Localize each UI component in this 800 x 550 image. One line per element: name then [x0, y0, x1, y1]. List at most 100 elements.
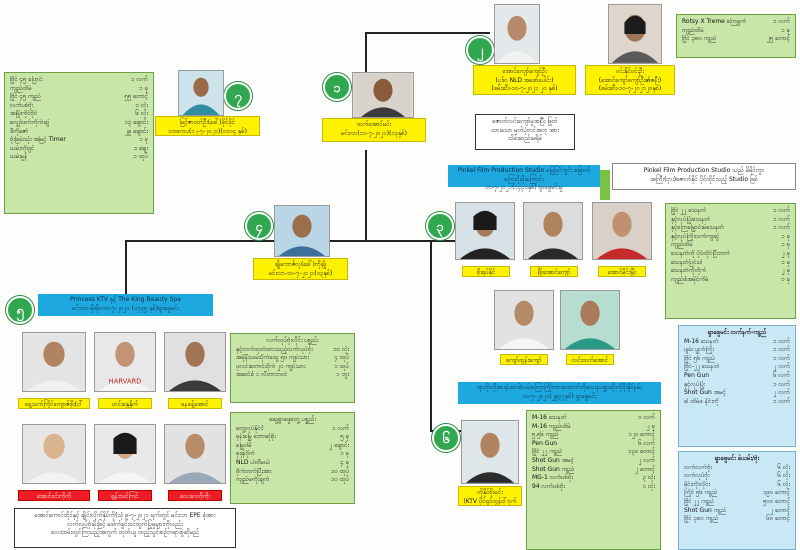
weapons-2-item-label: လက်လုပ်ဗုံး [684, 472, 710, 480]
weapons-1-item-label: ဗြိုင် ၅၆ ကျည် [684, 354, 715, 362]
weapons-2-item-qty: ၆ လုံး [777, 480, 790, 488]
photo-member-3e [560, 290, 620, 350]
studio-list-item-label: နှင့်လုပ်ကြိုးလက်ကျဆွဲ [671, 232, 719, 240]
weapons-2-row: Shot Gun ကျည်၂ တောင့် [684, 507, 790, 516]
ktv-1-item-qty: ၁၀ လုံး [333, 345, 349, 353]
ktv-2-row: တွေ့လုပ်နိုင်ငံ၁ လက် [236, 425, 349, 434]
weapons-1-row: ပျမ်း ပွုက်ကြိုး၁ လက် [684, 346, 790, 355]
weapons-1-row: ဗြိုင်-၂၂ သေနတ်၂ လက် [684, 363, 790, 372]
item-list-weapons-2: ရှာဖွေမင်း ခဲယမ်း/ဗုံး လက်လက်ဗုံး၆ လုံး လ… [678, 451, 796, 550]
left-list-item-label: ဒီကိုဇော် [10, 127, 29, 135]
weapons-1-item-qty: ၁ လက် [773, 354, 790, 362]
weapons-1-row: Shot Gun အမင့်၂ လက် [684, 389, 790, 398]
ktv-1-item-qty: ၄ ထုပ် [334, 354, 349, 362]
node-number-2: ၂ [466, 36, 494, 64]
caption-person-4: ချိုကောဇ်လှ(ခေါ်)ကိုချို မင်းလာ-၁၀-၇-၂၀၂… [253, 258, 348, 280]
weapons-1-item-qty: ၂ လက် [773, 389, 790, 397]
person-9-detail: သာဓကပ(၁၂-၇-၂၀၂၁)(၁၁၀၄ နှစ်) [168, 127, 247, 135]
topright-list-item-label: Rotsy X Treme ကြေခွက် [682, 18, 747, 25]
studio-list-item-label: ကျည်ထိမ် [671, 241, 693, 249]
weapons-1-item-qty: ၁ လက် [773, 337, 790, 345]
ktv-2-item-label: ဖုဒုန်ဝိုက် [236, 450, 255, 458]
left-list-row: ဗြိုင် ၄၅ ကျည်၅၅ တောင့် [10, 93, 148, 102]
ktv-2-item-qty: ၅ ခု [340, 433, 349, 441]
node-number-5: ၅ [6, 296, 34, 324]
topright-list-item-label: ဗြိုင် ၃၈၀ ကျည် [682, 35, 717, 43]
person-4-name: ချိုကောဇ်လှ(ခေါ်)ကိုချို [275, 261, 326, 268]
ktv-2-item-qty: ၁ ခု [340, 450, 349, 458]
ktv-2-item-qty: ၁၀ ထုပ် [331, 467, 349, 475]
node-number-9: ၇ [224, 82, 252, 110]
note-1-line-3: သိမ်းဆည်းမရိမ် [507, 135, 543, 142]
studio-list-item-qty: ၁ လက် [773, 215, 790, 223]
ktv-2-item-label: ဖုန်းမြွေ ဘောဆုံစိုး [236, 433, 276, 441]
topright-list-item-qty: ၁ လက် [773, 18, 790, 25]
note-2-line-2: အကြီး(ငှား)ဇောတ်နိုင် ပိုင်ထိုင်သည့် Stu… [650, 175, 758, 183]
note-1-line-1: ဇောတ်လင်းကျော်မှုအပြီး ဖြုတ် [492, 118, 558, 125]
studio-list-item-label: ကျည်ဖံအမိုင်ကိမ် [671, 275, 709, 283]
person-6-list-item-label: Shot Gun အမင့် [532, 456, 574, 464]
node-number-1: ၁ [323, 73, 351, 101]
studio-list-item-qty: ၂ ခု [781, 249, 790, 257]
weapons-1-item-label: M-16 သေနတ် [684, 337, 719, 345]
studio-list-row: နှင့်လုပ်ကြိုးလက်ကျဆွဲ ၁ ခု [671, 233, 790, 242]
ktv-2-row: ဖုန်းမြွေ ဘောဆုံစိုး ၅ ခု [236, 433, 349, 442]
left-list-item-label: ကျည်ထိမ် [10, 84, 32, 92]
weapons-2-item-qty: ၁၉၀ တောင့် [763, 489, 790, 497]
studio-list-item-qty: ၁ ခု [781, 258, 790, 266]
weapons-1-title: ရှာဖွေမင်း လက်နက်-ကျည် [707, 329, 767, 336]
caption-member-3a: စိုးရုပ်နိုင် [462, 266, 510, 277]
person-6-list-row: M-16 သေနတ်၁ လက် [532, 414, 655, 423]
person-6-list-row: M-16 ကျည်ထိမ်၂ ခု [532, 423, 655, 432]
person-6-name: ကိုနိုင်စိုးမင်း [477, 489, 503, 496]
photo-member-3b [523, 202, 583, 260]
caption-group5-3: နေခန့်အောင် [168, 398, 222, 409]
studio-list-item-qty: ၁ ခု [781, 232, 790, 240]
side-bar [600, 170, 610, 200]
ktv-2-row: မြေ့ဝါမိ၂ ချောင်း [236, 442, 349, 451]
left-list-item-label: ယမ်းကိုဗျင် [10, 144, 35, 152]
note-3-line-2: လက်လုပ်ဗုံးမိုးဖြင့် ဖေါက်ခွင်းဝင်ထွက်ပြ… [67, 520, 183, 528]
studio-list-item-label: နှင့်ကြေမြှောင်းမဲသေနတ် [671, 224, 725, 232]
topright-list-item-label: ကျည်ထိမ် [682, 26, 704, 34]
connector-line [125, 240, 127, 294]
ktv-1-row: အမိုနီးယမ်းပိုက်ထွေ ၅၀ ကျပ်သား၄ ထုပ် [236, 354, 349, 363]
topright-list-row: ဗြိုင် ၃၈၀ ကျည်၂၅ တောင့် [682, 35, 790, 44]
note-1-line-2: ထားသော မှတ်ပုံတင်အတု အား [491, 126, 559, 134]
weapons-1-item-label: Pen Gun [684, 371, 710, 379]
studio-list-row: ကျည်ထိမ် ၁ ခု [671, 241, 790, 250]
left-list-row: လက်ပစ်ဗုံး၁ လုံး [10, 102, 148, 111]
person-6-list-item-label: Shot Gun ကျည် [532, 465, 575, 473]
ktv-1-row: အဆင်ခံ ၁ လီတာဘဝင်၁ ဘူး [236, 371, 349, 380]
weapons-1-row: ဗြိုင် ၅၆ ကျည် ၁ လက် [684, 355, 790, 364]
left-list-row: ဗြိုင် ၄၅ ပြောင်း၁ လက် [10, 76, 148, 85]
photo-member-3a [455, 202, 515, 260]
person-4-detail: မင်းလာ-၁၀-၇-၂၀၂၁(၁၃နှစ်) [268, 269, 333, 277]
ktv-2-item-label: ကျည်မကိုးချက် [236, 476, 270, 484]
left-list-row: ဒီကိုဇော်၂၉ ချောင်း [10, 128, 148, 137]
note-box-1: ဇောတ်လင်းကျော်မှုအပြီး ဖြုတ် ထားသော မှတ်… [475, 114, 575, 150]
banner-pinkel-studio: Pinkel Film Production Studio မြေပြင်ကွင… [448, 165, 600, 191]
person-6-list-item-qty: ၁၂၀ တောင့် [628, 431, 656, 439]
ktv-2-item-label: NLD ပါတီမယ် [236, 458, 270, 466]
studio-list-item-qty: ၁ ခု [781, 241, 790, 249]
node-number-6: ၆ [432, 424, 460, 452]
person-6-sub: (KTV ပိုင်ရှင်ထွန်ငါ်ဝှက်ဦး) [463, 497, 517, 505]
ktv-2-item-qty: ၁ လက် [332, 424, 349, 432]
left-list-row: အမြိုးကိုင်ဗိုင်၆ လုံး [10, 110, 148, 119]
weapons-2-row: ဗြိုင် ၂၂ ကျည်၅၀၀ တောင့် [684, 498, 790, 507]
person-6-list-item-label: M-16 ကျည်ထိမ် [532, 422, 571, 430]
left-list-item-label: ဗြိုင် ၄၅ ကျည် [10, 93, 41, 101]
caption-group5-5: ရွှန်းသင်ကြင် [98, 490, 152, 501]
weapons-1-item-qty: ၁ လက် [773, 346, 790, 354]
weapons-1-row: ခါ ထိမ်ဖ နိင်းကို၁ လက် [684, 398, 790, 407]
weapons-2-row: ဗြိုင် ၃၈၀ ကျည်၆၀ တောင့် [684, 515, 790, 524]
weapons-1-item-qty: ၂ လက် [773, 363, 790, 371]
person-6-list-row: ဗြိုင် ၂၂ ကျည်၁၃၀ တောင့် [532, 448, 655, 457]
studio-list-item-label: သေနတ်ကိုတိုက် [671, 267, 707, 275]
connector-line [430, 240, 458, 242]
weapons-2-item-label: လက်လက်ဗုံး [684, 463, 712, 471]
person-2b-role: (အောင်ကျော်ကျော်ဦး၏ဇနီး) [598, 76, 662, 84]
weapons-2-title: ရှာဖွေမင်း ခဲယမ်း/ဗုံး [714, 455, 760, 462]
